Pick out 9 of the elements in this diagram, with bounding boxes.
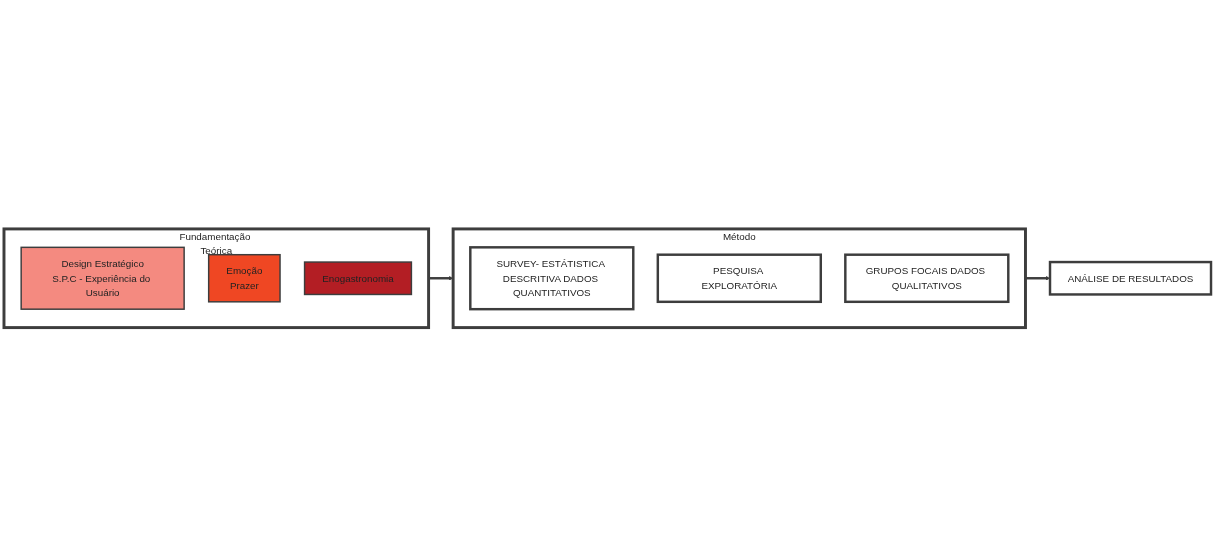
arrow (1025, 276, 1051, 281)
node-box: Design Estratégico S.P.C - Experiência do Usuário (20, 246, 185, 311)
node-box: Enogastronomia (303, 261, 413, 296)
node-box: SURVEY- ESTÁTISTICA DESCRITIVA DADOS QUANTITATIVOS (469, 246, 635, 311)
node-box: ANÁLISE DE RESULTADOS (1048, 261, 1213, 296)
arrow (428, 276, 454, 281)
node-box: Emoção Prazer (207, 254, 281, 303)
node-box: PESQUISA EXPLORATÓRIA (656, 253, 822, 304)
node-box: GRUPOS FOCAIS DADOS QUALITATIVOS (844, 253, 1010, 304)
